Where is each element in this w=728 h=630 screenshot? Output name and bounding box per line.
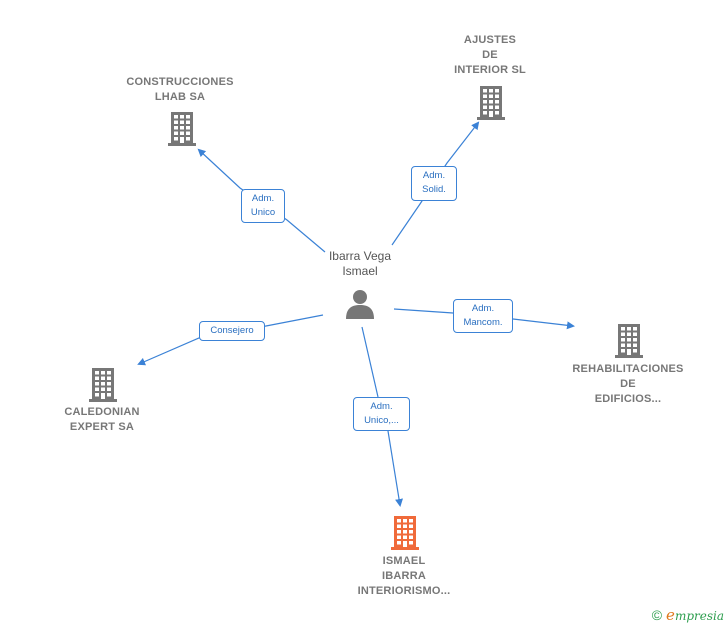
node-label-line: AJUSTES <box>463 34 517 46</box>
person-icon[interactable] <box>344 287 376 319</box>
center-person-label[interactable]: Ibarra Vega Ismael <box>300 249 420 279</box>
node-label-line: DE <box>620 378 636 390</box>
node-label-construcciones[interactable]: CONSTRUCCIONES LHAB SA <box>100 75 260 105</box>
node-label-rehabilitaciones[interactable]: REHABILITACIONES DE EDIFICIOS... <box>548 362 708 407</box>
building-icon[interactable] <box>389 514 421 550</box>
node-label-line: EXPERT SA <box>69 421 135 433</box>
node-label-ismael[interactable]: ISMAEL IBARRA INTERIORISMO... <box>324 554 484 599</box>
edge-label-line: Unico,... <box>364 415 399 426</box>
edge-label-adm-unico[interactable]: Adm. Unico <box>241 189 285 223</box>
edge-label-adm-unico-2[interactable]: Adm. Unico,... <box>353 397 410 431</box>
node-label-line: IBARRA <box>382 570 426 582</box>
building-icon[interactable] <box>87 366 119 402</box>
edge-label-line: Mancom. <box>463 317 503 328</box>
edge-label-adm-solid[interactable]: Adm. Solid. <box>411 166 457 201</box>
node-label-line: ISMAEL <box>382 555 426 567</box>
edge-label-adm-mancom[interactable]: Adm. Mancom. <box>453 299 513 333</box>
edge-label-line: Consejero <box>210 325 254 336</box>
node-label-line: EDIFICIOS... <box>594 393 662 405</box>
edge-label-line: Adm. <box>370 401 393 412</box>
node-label-caledonian[interactable]: CALEDONIAN EXPERT SA <box>22 405 182 435</box>
edge-label-line: Adm. <box>251 193 275 204</box>
center-person-name-line-1: Ibarra Vega <box>328 249 392 263</box>
edge-label-line: Adm. <box>471 303 495 314</box>
node-label-line: INTERIOR SL <box>454 64 526 76</box>
center-person-name-line-2: Ismael <box>342 264 378 278</box>
edge-label-line: Solid. <box>422 184 446 195</box>
edge-label-line: Adm. <box>422 170 446 181</box>
brand-logo: empresia <box>666 606 724 624</box>
node-label-ajustes[interactable]: AJUSTES DE INTERIOR SL <box>410 33 570 78</box>
node-label-line: LHAB SA <box>154 91 206 103</box>
building-icon[interactable] <box>613 322 645 358</box>
node-label-line: CALEDONIAN <box>64 406 140 418</box>
building-icon[interactable] <box>166 110 198 146</box>
footer-copyright: ©empresia <box>652 606 724 624</box>
edge-label-line: Unico <box>250 207 276 218</box>
node-label-line: CONSTRUCCIONES <box>126 76 234 88</box>
building-icon[interactable] <box>475 84 507 120</box>
node-label-line: DE <box>482 49 498 61</box>
node-label-line: REHABILITACIONES <box>572 363 684 375</box>
node-label-line: INTERIORISMO... <box>357 585 451 597</box>
copyright-icon: © <box>651 607 663 623</box>
edge-label-consejero[interactable]: Consejero <box>199 321 265 341</box>
